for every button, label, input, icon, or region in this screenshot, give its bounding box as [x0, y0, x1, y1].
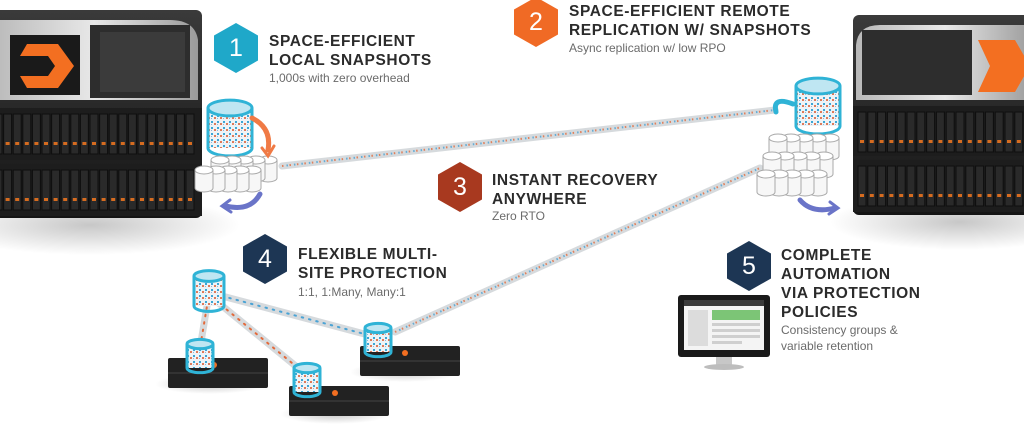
feature-2-subtitle: Async replication w/ low RPO [569, 40, 726, 56]
feature-4-badge: 4 [243, 234, 287, 284]
database-icon [185, 337, 215, 375]
feature-5-badge: 5 [727, 241, 771, 291]
hexagon-icon [438, 162, 482, 212]
storage-array-remote [830, 15, 1024, 250]
small-arrays [155, 346, 460, 424]
feature-5-title-line: VIA PROTECTION [781, 285, 921, 302]
feature-5-subtitle-line: variable retention [781, 339, 874, 353]
feature-1-number: 1 [229, 34, 243, 62]
feature-3-badge: 3 [438, 162, 482, 212]
feature-3-title: INSTANT RECOVERY ANYWHERE [492, 171, 658, 209]
pure-logo-right [978, 40, 1024, 92]
snapshot-arrows [219, 98, 841, 216]
drive-bays-right [857, 111, 1024, 207]
hexagon-icon [514, 0, 558, 47]
feature-4-subtitle-line: 1:1, 1:Many, Many:1 [298, 285, 406, 299]
database-icon [206, 98, 254, 158]
feature-4-title: FLEXIBLE MULTI- SITE PROTECTION [298, 245, 447, 283]
feature-5-title: COMPLETE AUTOMATION VIA PROTECTION POLIC… [781, 246, 921, 322]
feature-1-badge: 1 [214, 23, 258, 73]
snapshot-icon [756, 169, 776, 197]
feature-3-number: 3 [453, 173, 467, 201]
hexagon-icon [727, 241, 771, 291]
feature-5-title-line: COMPLETE [781, 247, 872, 264]
snapshot-icon [194, 165, 214, 193]
feature-3-subtitle: Zero RTO [492, 208, 545, 224]
drive-bays-left [0, 113, 195, 211]
hexagon-icon [243, 234, 287, 284]
feature-4-number: 4 [258, 245, 272, 273]
feature-2-subtitle-line: Async replication w/ low RPO [569, 41, 726, 55]
feature-2-title-line: REPLICATION W/ SNAPSHOTS [569, 22, 812, 39]
snapshot-stacks [194, 133, 840, 197]
feature-2-title: SPACE-EFFICIENT REMOTE REPLICATION W/ SN… [569, 2, 811, 40]
feature-4-subtitle: 1:1, 1:Many, Many:1 [298, 284, 406, 300]
feature-5-title-line: AUTOMATION [781, 266, 891, 283]
feature-1-subtitle-line: 1,000s with zero overhead [269, 71, 410, 85]
feature-4-title-line: SITE PROTECTION [298, 265, 448, 282]
replication-link-main [278, 106, 779, 170]
feature-3-subtitle-line: Zero RTO [492, 209, 545, 223]
feature-2-badge: 2 [514, 0, 558, 47]
feature-2-number: 2 [529, 8, 543, 36]
database-cylinders [185, 76, 842, 399]
feature-3-title-line: INSTANT RECOVERY [492, 172, 659, 189]
feature-1-title-line: LOCAL SNAPSHOTS [269, 52, 432, 69]
database-icon [794, 76, 842, 136]
feature-1-title-line: SPACE-EFFICIENT [269, 33, 416, 50]
feature-5-number: 5 [742, 252, 756, 280]
storage-array-primary [0, 10, 240, 255]
hexagon-icon [214, 23, 258, 73]
recovery-link [391, 164, 764, 336]
feature-5-subtitle: Consistency groups & variable retention [781, 322, 898, 354]
feature-3-title-line: ANYWHERE [492, 191, 588, 208]
feature-1-title: SPACE-EFFICIENT LOCAL SNAPSHOTS [269, 32, 432, 70]
feature-5-subtitle-line: Consistency groups & [781, 323, 898, 337]
feature-1-subtitle: 1,000s with zero overhead [269, 70, 410, 86]
feature-5-title-line: POLICIES [781, 304, 859, 321]
feature-2-title-line: SPACE-EFFICIENT REMOTE [569, 3, 791, 20]
management-monitor [678, 295, 770, 370]
database-icon [192, 269, 226, 313]
database-icon [363, 321, 393, 359]
database-icon [292, 361, 322, 399]
feature-4-title-line: FLEXIBLE MULTI- [298, 246, 438, 263]
pure-logo-left [20, 44, 74, 88]
